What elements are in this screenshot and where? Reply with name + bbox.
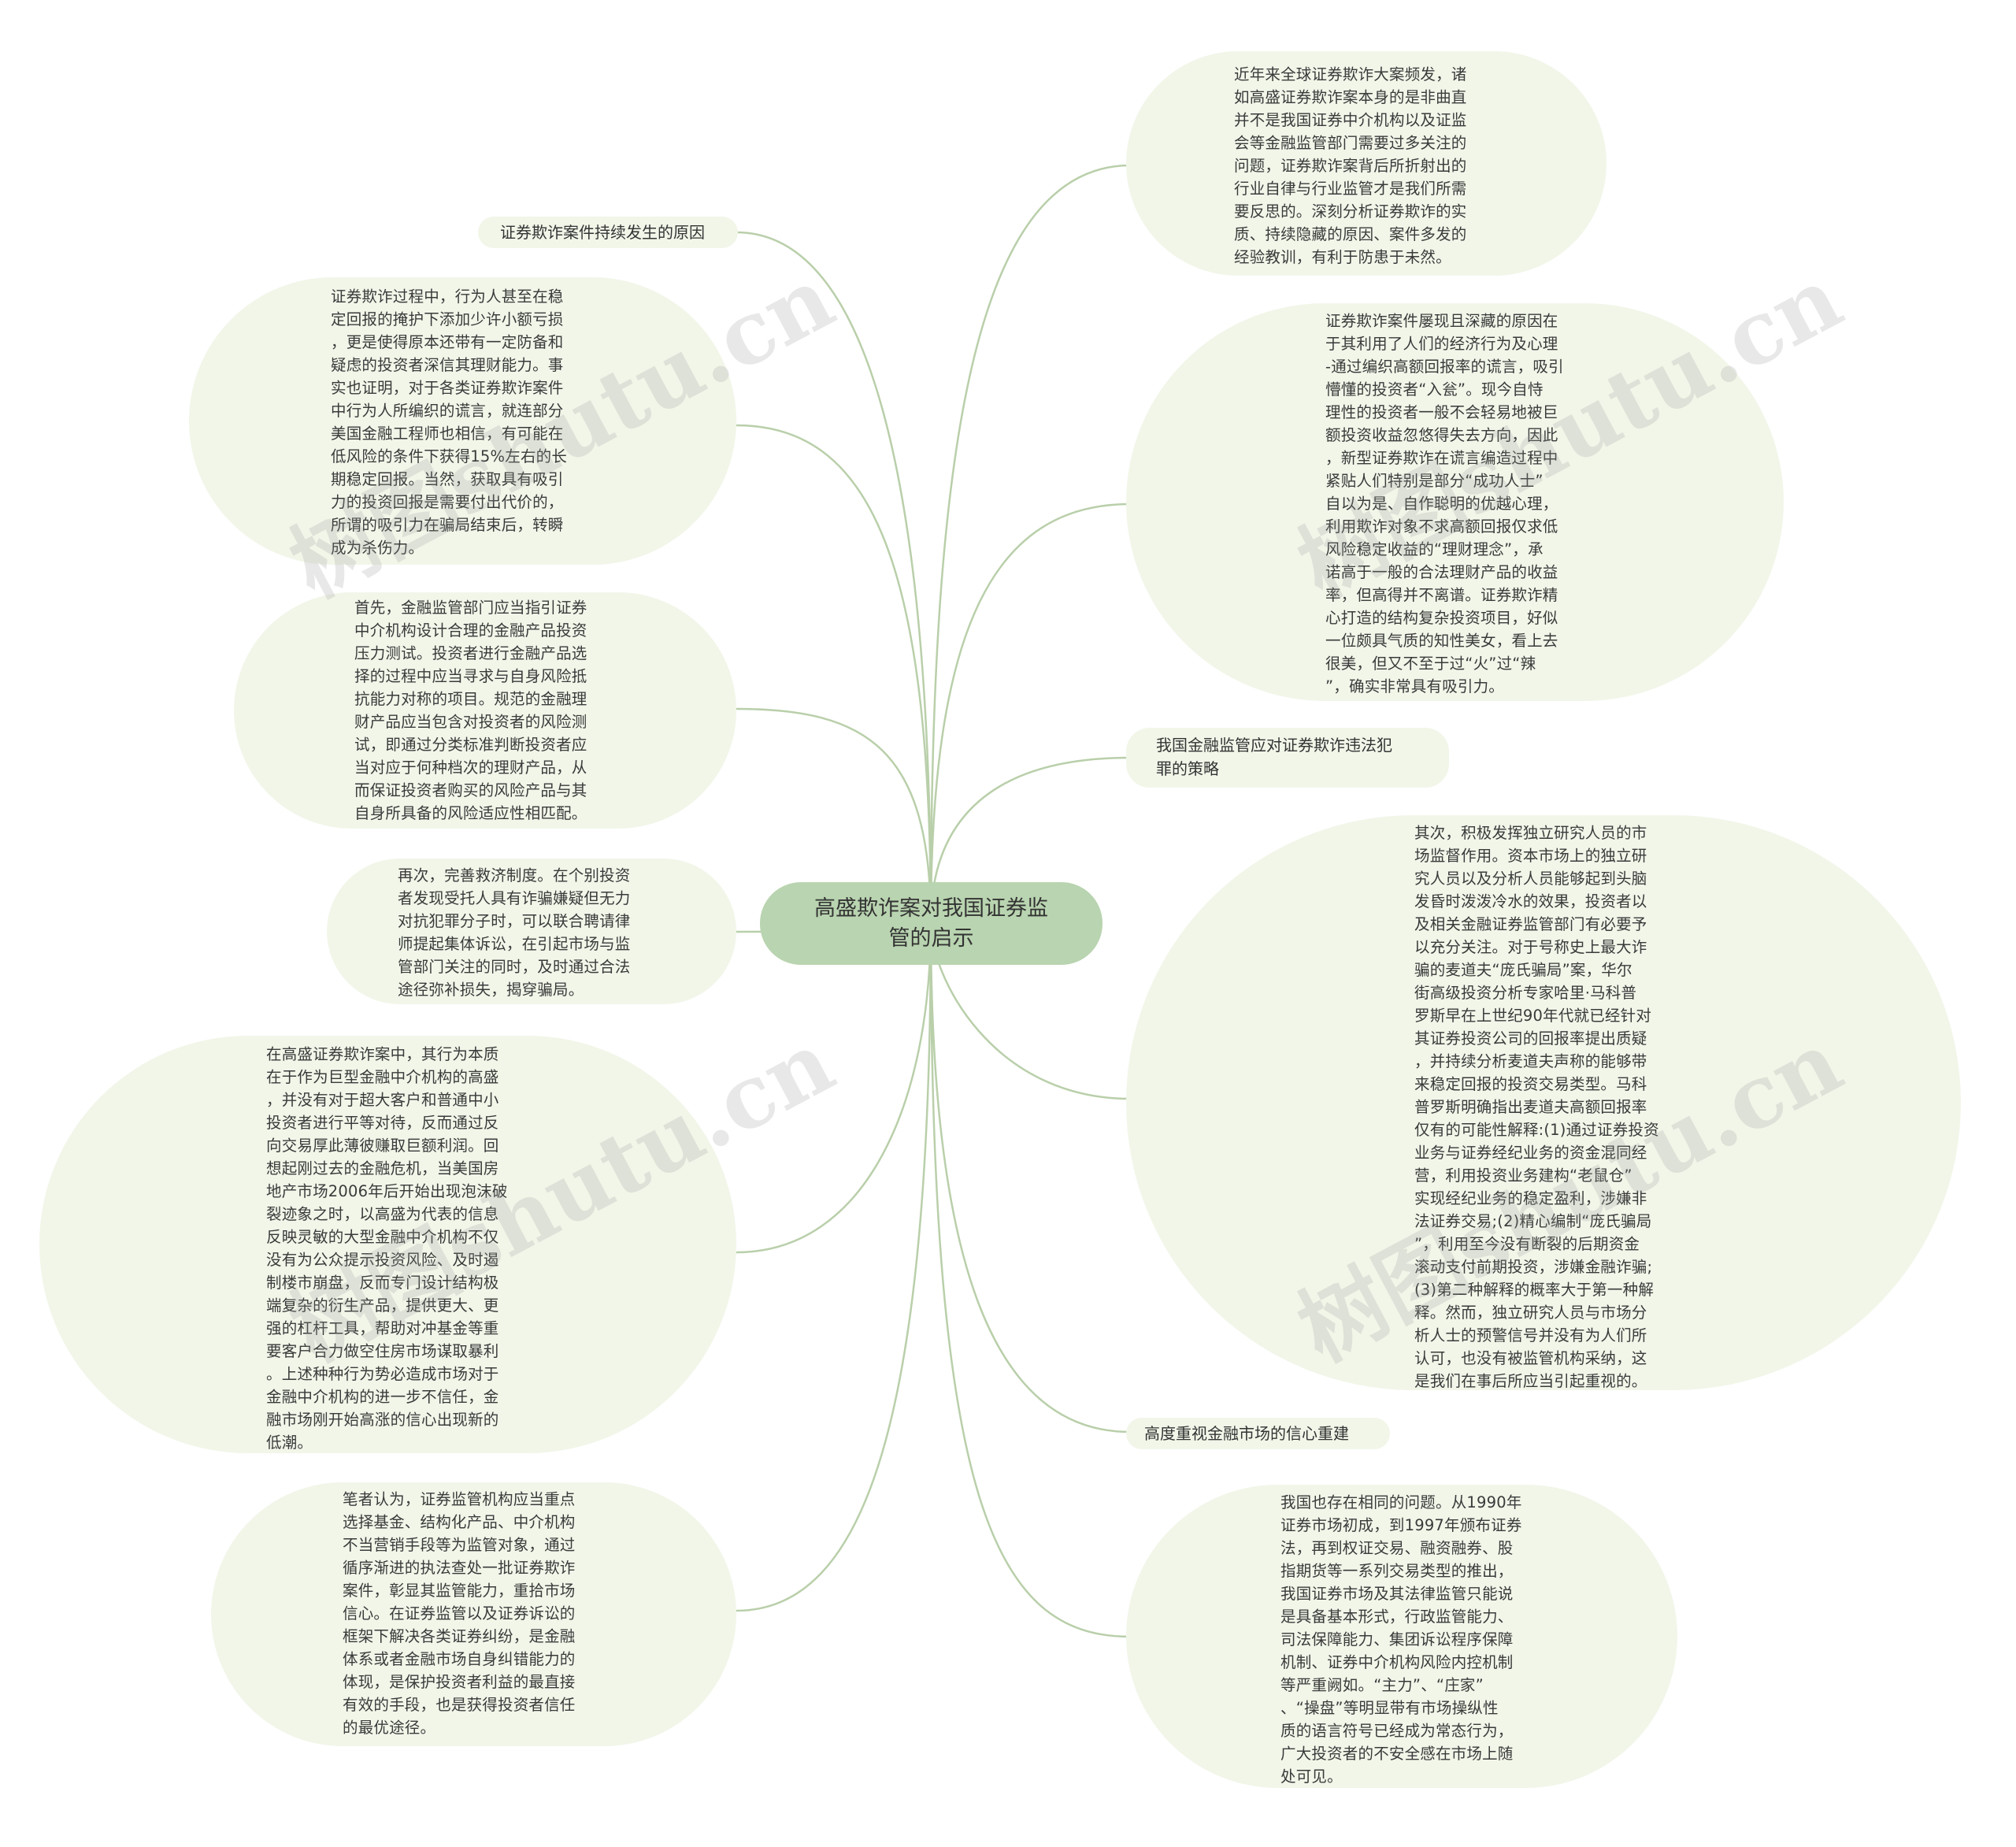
second-text: 其次，积极发挥独立研究人员的市 场监督作用。资本市场上的独立研 究人员以及分析人…: [1414, 824, 1659, 1390]
author-node[interactable]: [211, 1482, 736, 1746]
link-first: [736, 707, 932, 924]
link-reason-label: [736, 231, 932, 924]
first-text: 首先，金融监管部门应当指引证券 中介机构设计合理的金融产品投资 压力测试。投资者…: [354, 599, 587, 822]
third-text: 再次，完善救济制度。在个别投资 者发现受托人具有诈骗嫌疑但无力 对抗犯罪分子时，…: [398, 866, 631, 999]
goldman-node[interactable]: [39, 1036, 736, 1453]
second-node[interactable]: [1126, 815, 1961, 1390]
link-intro: [929, 164, 1131, 924]
strategy-label-node[interactable]: 我国金融监管应对证券欺诈违法犯 罪的策略: [1126, 728, 1449, 788]
link-reason-left: [736, 424, 932, 924]
china-text: 我国也存在相同的问题。从1990年 证券市场初成，到1997年颁布证券 法，再到…: [1280, 1493, 1522, 1786]
reason-left-text: 证券欺诈过程中，行为人甚至在稳 定回报的掩护下添加少许小额亏损 ，更是使得原本还…: [331, 287, 568, 557]
author-text: 笔者认为，证券监管机构应当重点 选择基金、结构化产品、中介机构 不当营销手段等为…: [343, 1490, 576, 1737]
link-confidence-label: [929, 922, 1131, 1433]
link-reason-right: [929, 503, 1131, 924]
link-author: [736, 922, 932, 1612]
confidence-label-node[interactable]: 高度重视金融市场的信心重建: [1126, 1418, 1390, 1449]
reason-label-node[interactable]: 证券欺诈案件持续发生的原因: [478, 217, 738, 248]
intro-node[interactable]: [1126, 51, 1606, 276]
third-node[interactable]: [327, 859, 736, 1004]
reason-right-node[interactable]: [1126, 303, 1784, 701]
china-node[interactable]: [1126, 1485, 1677, 1788]
goldman-text: 在高盛证券欺诈案中，其行为本质 在于作为巨型金融中介机构的高盛 ，并没有对于超大…: [266, 1045, 508, 1452]
link-goldman: [736, 922, 932, 1254]
root-node[interactable]: 高盛欺诈案对我国证券监 管的启示: [760, 882, 1102, 965]
reason-right-text: 证券欺诈案件屡现且深藏的原因在 于其利用了人们的经济行为及心理 -通过编织高额回…: [1325, 312, 1564, 695]
reason-left-node[interactable]: [189, 277, 736, 565]
first-node[interactable]: [234, 592, 736, 829]
link-china: [929, 922, 1131, 1638]
intro-text: 近年来全球证券欺诈大案频发，诸 如高盛证券欺诈案本身的是非曲直 并不是我国证券中…: [1234, 65, 1467, 266]
